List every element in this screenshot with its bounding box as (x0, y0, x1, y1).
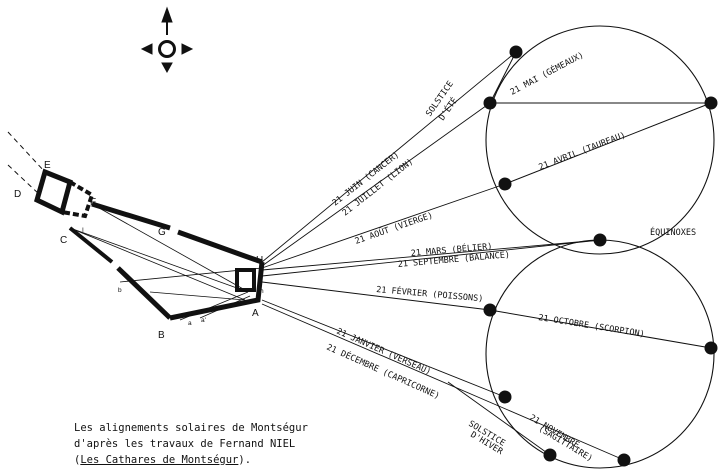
point-label-h-lower: h (260, 288, 264, 295)
point-label-a-lower: a (188, 320, 192, 327)
point-label-b-lower: b (118, 287, 122, 294)
caption-book-title: Les Cathares de Montségur (80, 454, 239, 466)
caption-line-3: (Les Cathares de Montségur). (74, 452, 334, 468)
point-label-g: G (158, 227, 166, 238)
compass-rose-icon (140, 6, 194, 74)
label-octobre: 21 OCTOBRE (SCORPION) (538, 313, 646, 340)
sun-position-dots (483, 45, 718, 467)
summer-circle (485, 25, 715, 255)
label-avril: 21 AVRIL (TAUREAU) (537, 130, 627, 172)
label-equinoxes: ÉQUINOXES (650, 226, 696, 238)
caption-line-2: d'après les travaux de Fernand NIEL (74, 438, 296, 450)
caption: Les alignements solaires de Montségur d'… (74, 420, 334, 468)
circle-chords (489, 51, 712, 349)
label-fevrier: 21 FÉVRIER (POISSONS) (376, 283, 484, 304)
point-label-c: C (60, 235, 67, 246)
point-label-f: F (90, 197, 96, 208)
point-label-a: A (252, 308, 259, 319)
point-label-d: D (14, 189, 21, 200)
point-label-a-prime: a' (201, 317, 206, 324)
caption-line-1: Les alignements solaires de Montségur (74, 422, 308, 434)
caption-close-paren: ). (238, 454, 252, 466)
point-label-b-upper: B (158, 330, 165, 341)
caption-open-paren: ( (74, 454, 81, 466)
alignment-rays (261, 51, 625, 461)
castle-plan (7, 131, 265, 321)
label-aout: 21 AOÛT (VIERGE) (353, 209, 434, 247)
point-label-i: I (82, 227, 84, 234)
point-label-e: E (44, 160, 51, 171)
point-label-h: H (256, 255, 263, 266)
